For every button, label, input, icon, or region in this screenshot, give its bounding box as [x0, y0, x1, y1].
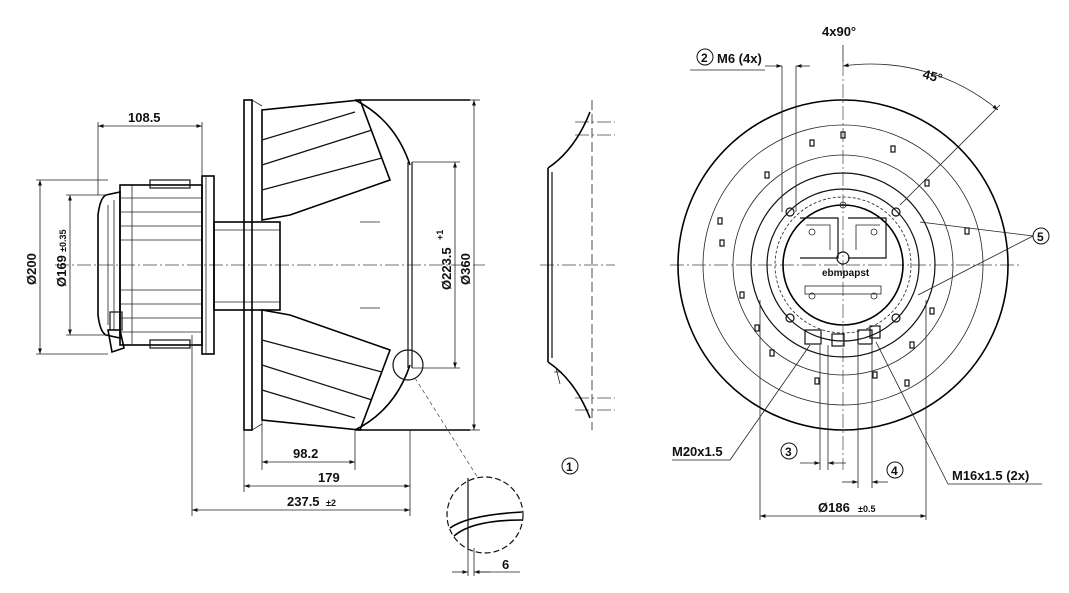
side-view: 6 108.5 Ø200 Ø169 ±0.35	[24, 99, 524, 576]
callout-5-group: 5	[917, 221, 1050, 296]
callout-2-label: 2	[701, 51, 708, 65]
motor-housing	[97, 175, 215, 355]
callout-2: 2	[696, 48, 714, 66]
dim-108-5-label: 108.5	[128, 110, 161, 125]
angle-4x90-label: 4x90°	[822, 24, 856, 39]
dim-237-5-label: 237.5	[287, 494, 320, 509]
impeller-backplate	[243, 99, 253, 431]
dim-237-5: 237.5 ±2	[191, 335, 411, 516]
dim-179-label: 179	[318, 470, 340, 485]
m20-label: M20x1.5	[672, 444, 723, 459]
rotor-ring	[766, 188, 920, 342]
dim-186-label: Ø186	[818, 500, 850, 515]
motor-face	[782, 204, 904, 326]
dim-169-tolerance: ±0.35	[58, 230, 68, 252]
impeller-blades-top	[261, 99, 411, 221]
callout-1-label: 1	[566, 460, 573, 474]
impeller-blades-bottom	[261, 309, 411, 431]
dim-98-2-label: 98.2	[293, 446, 318, 461]
callout-3-label: 3	[785, 445, 792, 459]
dim-360-label: Ø360	[458, 253, 473, 285]
m6-label: M6 (4x)	[717, 51, 762, 66]
m20-callout: M20x1.5	[672, 344, 811, 461]
dim-186: Ø186 ±0.5	[759, 300, 927, 520]
dim-169: Ø169 ±0.35	[54, 194, 108, 336]
m6-callout: 2 M6 (4x)	[690, 48, 810, 212]
front-view: ebmpapst 4x90° 45°	[670, 24, 1050, 520]
dim-237-5-tolerance: ±2	[326, 498, 336, 508]
dim-360: Ø360	[458, 99, 480, 431]
motor-face-details: ebmpapst	[800, 201, 887, 300]
dim-223-5-tolerance: +1	[435, 230, 445, 240]
callout-3-group: 3	[780, 345, 846, 470]
m16-label: M16x1.5 (2x)	[952, 468, 1029, 483]
angle-45: 45°	[842, 63, 1001, 206]
logo-text: ebmpapst	[822, 268, 870, 279]
callout-3: 3	[780, 442, 798, 460]
callout-5-label: 5	[1037, 230, 1044, 244]
m16-callout: M16x1.5 (2x)	[875, 341, 1042, 485]
dim-179: 179	[243, 430, 411, 492]
callout-4-group: 4	[842, 345, 904, 488]
dim-200-label: Ø200	[24, 253, 39, 285]
impeller-hub	[213, 221, 281, 311]
inlet-ring-view: 1	[540, 100, 615, 475]
dim-223-5: Ø223.5 +1	[412, 161, 460, 369]
dim-6-label: 6	[502, 557, 509, 572]
dim-200: Ø200	[24, 179, 108, 355]
dim-98-2: 98.2	[261, 420, 356, 470]
detail-view: 6	[446, 476, 524, 576]
callout-5: 5	[1032, 227, 1050, 245]
dim-186-tolerance: ±0.5	[858, 504, 875, 514]
angle-45-label: 45°	[921, 66, 944, 86]
callout-4-label: 4	[891, 464, 898, 478]
dim-108-5: 108.5	[97, 110, 203, 195]
callout-4: 4	[886, 461, 904, 479]
blade-marks	[717, 131, 970, 387]
callout-1: 1	[561, 457, 579, 475]
m6-mounting-holes	[785, 207, 901, 323]
cable-glands	[804, 325, 881, 347]
detail-marker-circle	[392, 349, 424, 381]
dim-223-5-label: Ø223.5	[439, 247, 454, 290]
dim-169-label: Ø169	[54, 255, 69, 287]
